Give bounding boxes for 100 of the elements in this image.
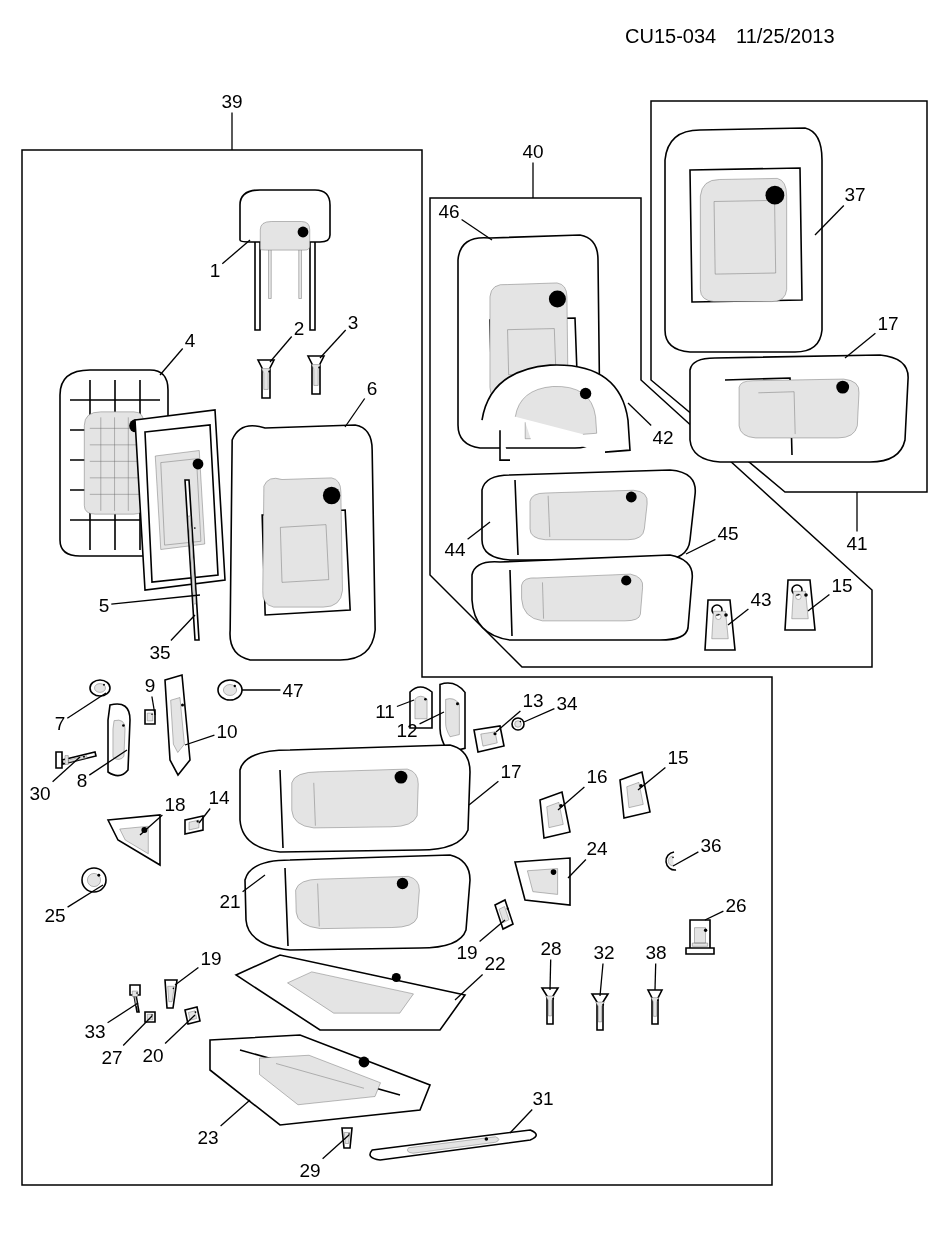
callout-number: 11	[375, 701, 395, 721]
callout-number: 46	[438, 201, 460, 221]
callout-number: 28	[540, 938, 562, 958]
drawing-number: CU15-034	[625, 25, 717, 48]
callout-number: 27	[101, 1047, 123, 1067]
callout-number: 7	[54, 713, 66, 733]
callout-number: 19	[200, 948, 222, 968]
callout-number: 36	[700, 835, 722, 855]
leader-line	[454, 973, 484, 1001]
callout-number: 2	[293, 318, 305, 338]
leader-line	[319, 329, 347, 359]
leader-line	[241, 689, 282, 691]
callout-number: 15	[831, 575, 853, 595]
leader-line	[532, 161, 534, 199]
callout-number: 34	[556, 693, 578, 713]
leader-line	[637, 766, 667, 791]
leader-line	[856, 491, 858, 533]
callout-number: 14	[208, 787, 230, 807]
leader-line	[672, 851, 700, 867]
leader-line	[219, 1099, 251, 1127]
leader-line	[122, 1015, 153, 1047]
callout-number: 10	[216, 721, 238, 741]
leader-line	[164, 1014, 196, 1045]
callout-number: 20	[142, 1045, 164, 1065]
leader-line	[151, 695, 156, 716]
callout-number: 39	[221, 91, 243, 111]
leader-line	[396, 699, 415, 708]
leader-line	[184, 734, 216, 746]
leader-line	[509, 1108, 533, 1134]
leader-line	[468, 780, 500, 806]
callout-number: 32	[593, 942, 615, 962]
leader-line	[557, 786, 586, 811]
callout-number: 45	[717, 523, 739, 543]
callout-number: 30	[29, 783, 51, 803]
callout-number: 17	[877, 313, 899, 333]
leader-line	[321, 1134, 350, 1160]
callout-number: 38	[645, 942, 667, 962]
callout-number: 9	[144, 675, 156, 695]
callout-number: 16	[586, 766, 608, 786]
callout-number: 41	[846, 533, 868, 553]
callout-number: 47	[282, 680, 304, 700]
callout-number: 42	[652, 427, 674, 447]
callout-number: 24	[586, 838, 608, 858]
callout-number: 44	[444, 539, 466, 559]
leader-line	[66, 884, 104, 908]
leader-line	[221, 239, 251, 265]
leader-line	[466, 521, 491, 540]
leader-line	[495, 710, 522, 733]
leader-line	[704, 910, 725, 921]
callout-number: 29	[299, 1160, 321, 1180]
leader-line	[106, 1002, 139, 1024]
callout-number: 15	[667, 747, 689, 767]
callout-number: 23	[197, 1127, 219, 1147]
callout-number: 40	[522, 141, 544, 161]
leader-line	[231, 111, 233, 151]
callout-number: 5	[98, 595, 110, 615]
callout-number: 22	[484, 953, 506, 973]
callout-number: 25	[44, 905, 66, 925]
callout-number: 26	[725, 895, 747, 915]
leader-line	[549, 958, 552, 991]
callout-number: 19	[456, 942, 478, 962]
date-text: 11/25/2013	[736, 25, 835, 48]
leader-line	[88, 749, 128, 776]
leader-line	[198, 807, 211, 824]
callout-number: 13	[522, 690, 544, 710]
callout-number: 18	[164, 794, 186, 814]
leader-line	[844, 332, 877, 359]
leader-line	[159, 347, 184, 376]
leader-line	[685, 538, 717, 555]
callout-number: 6	[366, 378, 378, 398]
leader-line	[170, 614, 196, 642]
leader-line	[627, 402, 652, 427]
leader-line	[110, 594, 201, 605]
callout-number: 43	[750, 589, 772, 609]
leader-line	[139, 814, 164, 836]
leader-line	[51, 756, 81, 783]
leader-line	[344, 397, 366, 428]
leader-line	[460, 218, 493, 241]
callout-number: 1	[209, 260, 221, 280]
callout-number: 21	[219, 891, 241, 911]
callout-number: 4	[184, 330, 196, 350]
leader-line	[418, 711, 445, 725]
leader-line	[814, 204, 845, 236]
leader-line	[66, 692, 107, 719]
callout-number: 31	[532, 1088, 554, 1108]
leader-line	[174, 966, 200, 986]
callout-number: 37	[844, 184, 866, 204]
leader-line	[599, 962, 604, 997]
callout-number: 35	[149, 642, 171, 662]
leader-line	[269, 335, 293, 363]
leader-line	[807, 593, 831, 612]
callout-number: 12	[396, 720, 418, 740]
leader-line	[241, 874, 266, 893]
callout-number: 33	[84, 1021, 106, 1041]
leader-line	[567, 858, 587, 879]
callout-number: 17	[500, 761, 522, 781]
leader-line	[478, 919, 506, 943]
leader-line	[523, 707, 556, 723]
leader-line	[654, 962, 657, 991]
leader-line	[727, 608, 750, 626]
